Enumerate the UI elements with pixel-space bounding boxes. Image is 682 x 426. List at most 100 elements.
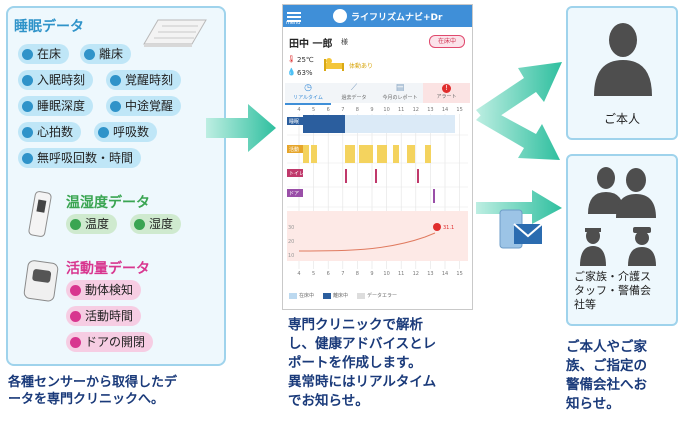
activity-bar [303, 145, 309, 163]
row-label-tag [287, 145, 303, 153]
sleep-item-wake-time: 覚醒時刻 [106, 70, 182, 90]
family-label: ご家族・介護ス タッフ・警備会 社等 [574, 270, 651, 311]
legend-out-of-bed: 離床中 [333, 293, 349, 299]
caregiver-icon [578, 226, 608, 266]
tab-alert[interactable]: ! アラート [423, 83, 470, 103]
temp-axis-label: 20 [288, 239, 294, 245]
legend-data-error: データエラー [367, 293, 398, 299]
hour-label-top: 4 [297, 107, 300, 113]
toilet-mark [345, 169, 347, 183]
activity-item-motion: 動体検知 [66, 280, 142, 300]
activity-bar [377, 145, 387, 163]
hour-label-top: 10 [383, 107, 389, 113]
hour-label-bottom: 6 [327, 271, 330, 277]
app-title: ライフリズムナビ+Dr [351, 13, 443, 23]
body-motion-status: 体動あり [349, 63, 374, 70]
app-logo-icon [333, 9, 347, 23]
sleep-item-in-bed: 在床 [18, 44, 70, 64]
activity-bar [345, 145, 355, 163]
legend-swatch-in-bed [289, 293, 297, 299]
temperature-sensor-icon [22, 190, 60, 240]
activity-bar [407, 145, 415, 163]
middle-caption: 専門クリニックで解析 し、健康アドバイスとレ ポートを作成します。 異常時にはリ… [288, 317, 437, 409]
sleep-sensor-device-icon [140, 14, 210, 48]
clinic-app-screen: menu ライフリズムナビ+Dr 田中 一郎 様 在床中 🌡 25℃ 💧 63%… [282, 4, 473, 310]
sleep-item-heart-rate: 心拍数 [18, 122, 82, 142]
sleep-item-sleep-onset: 入眠時刻 [18, 70, 94, 90]
recipient-family-box [566, 154, 678, 326]
activity-data-title: 活動量データ [66, 261, 150, 277]
hour-label-bottom: 12 [413, 271, 419, 277]
left-caption: 各種センサーから取得したデ ータを専門クリニックへ。 [8, 375, 178, 407]
hour-label-bottom: 14 [442, 271, 448, 277]
status-badge: 在床中 [429, 35, 465, 48]
menu-label: menu [286, 20, 301, 26]
humidity-icon: 💧 [287, 68, 296, 76]
row-label: トイレ [289, 171, 304, 177]
row-label: ドア [289, 191, 299, 197]
hour-label-top: 11 [398, 107, 404, 113]
motion-sensor-icon [18, 256, 66, 306]
hour-label-top: 9 [370, 107, 373, 113]
hour-label-bottom: 8 [356, 271, 359, 277]
legend-swatch-error [357, 293, 365, 299]
row-label: 活動 [289, 146, 299, 153]
env-item-humidity: 湿度 [130, 214, 182, 234]
hour-label-top: 14 [442, 107, 448, 113]
hour-label-bottom: 9 [370, 271, 373, 277]
hour-label-bottom: 10 [383, 271, 389, 277]
sleep-item-mid-wake: 中途覚醒 [106, 96, 182, 116]
temp-alert-marker [433, 223, 441, 231]
hour-label-top: 5 [312, 107, 315, 113]
temp-alert-value: 31.1 [443, 225, 454, 231]
hour-label-bottom: 7 [341, 271, 344, 277]
tab-monthly-report[interactable]: ▤ 今月のレポート [377, 83, 423, 103]
row-label: 睡眠 [289, 118, 299, 125]
row-label-tag [287, 189, 303, 197]
sleep-block [303, 115, 345, 133]
activity-item-door: ドアの開閉 [66, 332, 154, 352]
in-bed-block [345, 115, 455, 133]
activity-bar [425, 145, 431, 163]
room-temperature: 25℃ [297, 56, 314, 64]
sleep-item-sleep-depth: 睡眠深度 [18, 96, 94, 116]
app-header [283, 5, 472, 27]
family-icon [584, 164, 660, 226]
sleep-item-out-of-bed: 離床 [80, 44, 132, 64]
sleep-item-apnea: 無呼吸回数・時間 [18, 148, 142, 168]
sleep-data-title: 睡眠データ [14, 19, 84, 35]
hour-label-top: 15 [456, 107, 462, 113]
hour-label-top: 8 [356, 107, 359, 113]
tab-past-data[interactable]: ⟋ 過去データ [331, 83, 377, 103]
arrow-to-clinic-icon [206, 100, 278, 156]
bed-icon [323, 55, 345, 73]
temp-line [298, 232, 436, 252]
hour-label-top: 12 [413, 107, 419, 113]
self-label: ご本人 [603, 112, 640, 126]
mail-phone-icon [496, 208, 546, 252]
right-caption: ご本人やご家 族、ご指定の 警備会社へお 知らせ。 [566, 339, 647, 412]
person-icon [588, 16, 658, 96]
temp-axis-label: 30 [288, 225, 294, 231]
activity-bar [359, 145, 373, 163]
env-data-title: 温湿度データ [66, 195, 150, 211]
patient-name: 田中 一郎 [289, 39, 333, 50]
thermometer-icon: 🌡 [287, 55, 296, 63]
hour-label-bottom: 4 [297, 271, 300, 277]
door-mark [433, 189, 435, 203]
sleep-item-respiration: 呼吸数 [94, 122, 158, 142]
toilet-mark [375, 169, 377, 183]
temp-axis-label: 10 [288, 253, 294, 259]
legend-swatch-out-of-bed [323, 293, 331, 299]
notify-arrows-icon [474, 54, 566, 224]
hour-label-bottom: 15 [456, 271, 462, 277]
document-icon: ▤ [395, 83, 405, 93]
hour-label-top: 13 [427, 107, 433, 113]
menu-icon[interactable] [287, 9, 301, 22]
row-label-tag [287, 169, 303, 177]
tab-realtime[interactable]: ◷ リアルタイム [285, 83, 331, 105]
hour-label-bottom: 5 [312, 271, 315, 277]
activity-bar [311, 145, 317, 163]
hour-label-top: 7 [341, 107, 344, 113]
